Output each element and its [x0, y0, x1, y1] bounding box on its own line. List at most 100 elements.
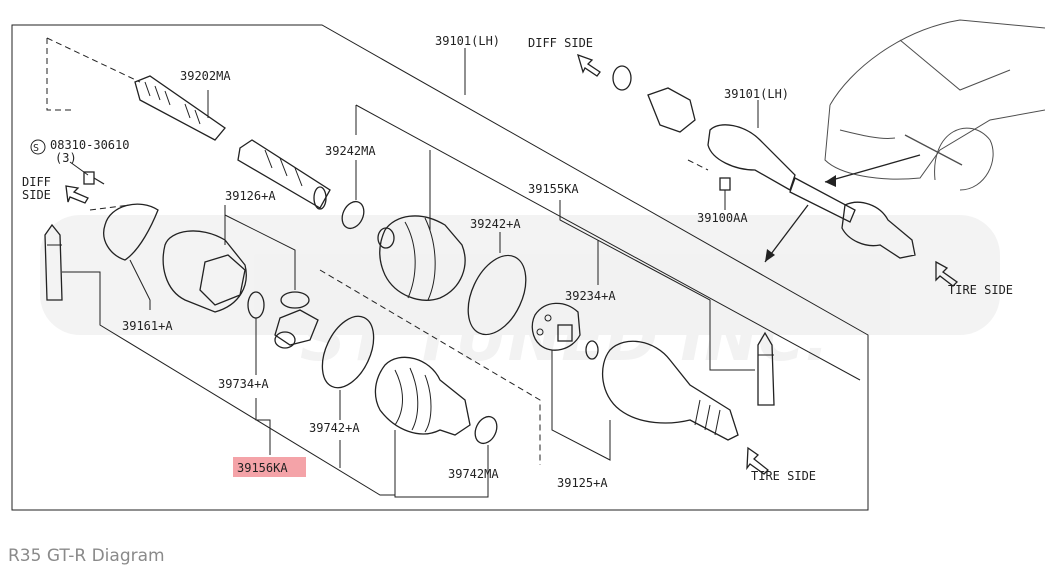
outer-joint-39125	[601, 340, 739, 441]
pointer-to-main	[764, 204, 809, 263]
car-outline	[824, 19, 1045, 191]
outer-boot-body	[379, 215, 466, 301]
callout-39161: 39161+A	[122, 319, 173, 333]
highlight-39156KA	[233, 457, 306, 477]
leader-39126-b	[224, 214, 296, 290]
car-light	[839, 129, 896, 139]
diff-side-label-left-1: DIFF	[22, 175, 51, 189]
cage-window	[536, 328, 544, 336]
car-axle	[904, 134, 963, 166]
housing-body	[162, 230, 247, 313]
pointer-head	[825, 175, 836, 187]
inset-seal	[612, 65, 632, 91]
main-frame	[11, 24, 869, 511]
leader-inner-boot	[394, 430, 489, 498]
watermark: ST TUNED INC.	[40, 215, 1000, 376]
callout-39242A: 39242+A	[470, 217, 521, 231]
boot-band-39242A	[467, 254, 527, 336]
inner-boot-body	[374, 356, 471, 436]
spline-line	[144, 81, 151, 97]
tripod-spider	[274, 291, 319, 349]
inner-frame-top	[355, 104, 861, 381]
bolt-08310	[83, 171, 105, 185]
spider-roller	[274, 331, 296, 349]
car-windshield	[899, 39, 1011, 91]
watermark-band	[40, 215, 1000, 335]
bolt-39100AA	[719, 177, 731, 191]
shaft-upper-body	[134, 75, 226, 141]
pointer-head	[765, 249, 775, 262]
bolt-head	[719, 177, 731, 191]
assembly-dashline-left	[46, 38, 75, 111]
boot-band-39742	[321, 315, 375, 389]
spline-line	[694, 399, 701, 426]
joint-body	[601, 340, 739, 441]
cage-body	[531, 302, 581, 351]
inner-boot	[374, 356, 471, 436]
leader-39155KA	[559, 200, 755, 371]
outer-boot-neck	[377, 227, 395, 249]
callout-39734: 39734+A	[218, 377, 269, 391]
grease-tube-right	[757, 331, 775, 406]
shaft-end	[313, 186, 327, 210]
snap-ring-39234	[585, 340, 599, 360]
callout-08310-qty: (3)	[55, 151, 77, 165]
boot-fold	[409, 367, 419, 431]
callout-39742-a: 39742+A	[309, 421, 360, 435]
spline-line	[704, 404, 711, 431]
callout-39742MA: 39742MA	[448, 467, 499, 481]
tire-side-label-right: TIRE SIDE	[948, 283, 1013, 297]
arrow-tire-bottom-icon	[746, 446, 769, 475]
inner-race	[557, 324, 573, 342]
spider-hub	[274, 309, 319, 346]
boot-band-39242MA	[341, 200, 365, 230]
boot-fold	[424, 374, 432, 433]
assembly-dashline-centre	[319, 269, 541, 465]
boot-fold	[394, 369, 403, 426]
spline-line	[164, 90, 171, 106]
car-wheel-arch	[934, 127, 994, 191]
callout-39126: 39126+A	[225, 189, 276, 203]
shaft-lower-body	[237, 139, 331, 209]
car-hood	[824, 104, 1045, 180]
boot-fold	[404, 221, 416, 299]
outer-boot	[377, 215, 466, 301]
grease-tube-left	[44, 223, 63, 301]
s-symbol-circle	[30, 139, 46, 155]
callout-08310-30610: 08310-30610	[50, 138, 129, 152]
watermark-text: ST TUNED INC.	[300, 302, 829, 376]
arrow-tire-right-icon	[935, 260, 959, 287]
shaft-39202MA	[134, 75, 331, 210]
plate-body	[103, 203, 159, 261]
inset-dashline	[687, 159, 709, 171]
spline-line	[294, 167, 303, 187]
leader-08310	[69, 161, 89, 176]
callout-39242MA: 39242MA	[325, 144, 376, 158]
joint-housing-39126	[162, 230, 247, 313]
arrow-diff-top-icon	[577, 53, 601, 77]
tire-side-label-bottom: TIRE SIDE	[751, 469, 816, 483]
diagram-caption: R35 GT-R Diagram	[8, 546, 165, 566]
spline-line	[714, 409, 721, 436]
spline-line	[264, 149, 273, 169]
spline-line	[184, 103, 191, 119]
pointer-to-inset	[824, 154, 921, 183]
spline-line	[279, 157, 288, 177]
leader-tube-left	[62, 271, 395, 496]
bolt-shank	[93, 177, 105, 185]
plate-dash	[89, 204, 131, 211]
leader-39125	[551, 350, 611, 461]
assembly-dashline-top	[46, 37, 141, 83]
leader-39161	[129, 259, 151, 310]
inset-outer-joint	[841, 201, 916, 259]
callout-39155KA: 39155KA	[528, 182, 579, 196]
boot-fold	[424, 217, 436, 301]
callout-39234: 39234+A	[565, 289, 616, 303]
inset-flange	[647, 87, 696, 133]
s-symbol: S	[33, 143, 39, 154]
tube-body	[44, 223, 63, 301]
spider-roller	[280, 291, 310, 309]
inset-inner-joint	[707, 124, 796, 191]
